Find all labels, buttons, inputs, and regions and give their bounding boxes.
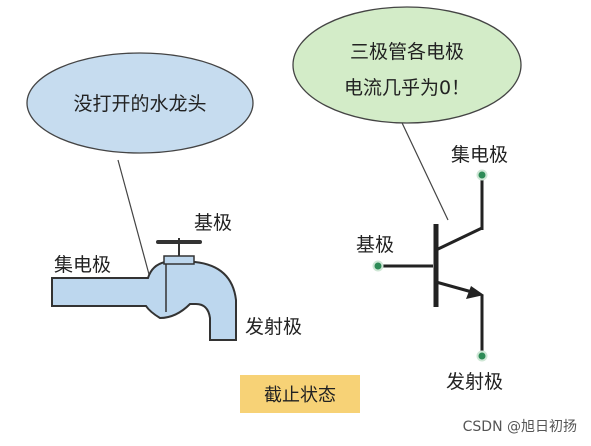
base-terminal-dot xyxy=(372,260,384,272)
transistor-bubble-line2: 电流几乎为0！ xyxy=(344,77,470,99)
transistor-emitter-label: 发射极 xyxy=(446,371,503,393)
emitter-terminal-dot xyxy=(476,350,488,362)
faucet-speech-bubble: 没打开的水龙头 xyxy=(26,52,254,279)
faucet-base-label: 基极 xyxy=(194,212,232,234)
collector-diagonal xyxy=(435,226,483,252)
status-label: 截止状态 xyxy=(264,385,336,406)
transistor-collector-label: 集电极 xyxy=(451,144,508,166)
faucet-bubble-text: 没打开的水龙头 xyxy=(73,93,206,115)
faucet-collector-label: 集电极 xyxy=(54,254,111,276)
watermark: CSDN @旭日初扬 xyxy=(462,419,577,435)
transistor-symbol xyxy=(372,169,488,362)
faucet-emitter-label: 发射极 xyxy=(245,316,302,338)
faucet-bubble-shape xyxy=(26,52,254,154)
emitter-diagonal xyxy=(435,280,473,294)
transistor-speech-bubble: 三极管各电极 电流几乎为0！ xyxy=(292,6,522,221)
faucet-bubble-pointer xyxy=(117,159,151,279)
transistor-bubble-pointer xyxy=(394,107,449,221)
collector-terminal-dot xyxy=(476,169,488,181)
status-badge: 截止状态 xyxy=(240,375,360,413)
emitter-arrow-icon xyxy=(466,286,484,299)
faucet-valve-cap xyxy=(163,255,195,265)
transistor-base-label: 基极 xyxy=(356,234,394,256)
transistor-bubble-shape xyxy=(292,6,522,124)
transistor-bubble-line1: 三极管各电极 xyxy=(350,41,464,63)
faucet-illustration xyxy=(51,238,237,341)
